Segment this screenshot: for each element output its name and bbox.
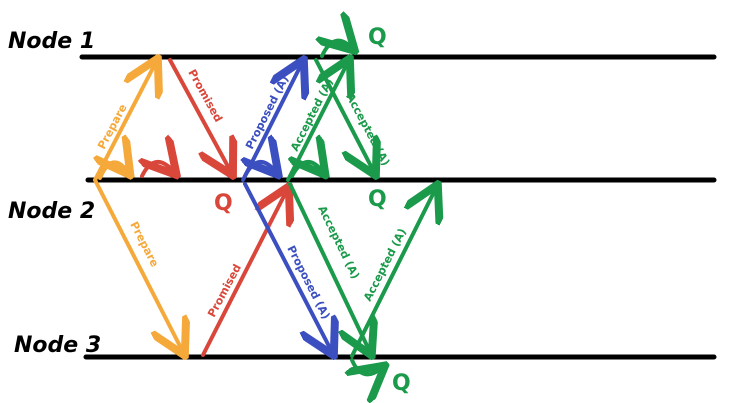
node2-label: Node 2 — [8, 199, 95, 224]
prepare-arrow-to-node1 — [93, 62, 156, 182]
promise-arrow-from-node1 — [168, 58, 231, 172]
quorum-node2-green: Q — [368, 187, 387, 212]
propose-self-loop — [245, 162, 276, 176]
quorum-node3: Q — [392, 371, 411, 396]
prepare-label-bottom: Prepare — [127, 219, 161, 269]
quorum-node1: Q — [368, 25, 387, 50]
accepted-arrow-node2-to-node3 — [288, 182, 370, 352]
accepted-self-loop-node3 — [352, 358, 382, 374]
accepted-arrow-node3-to-node2 — [350, 188, 436, 358]
accepted-label-a: Accepted (A) — [288, 76, 336, 153]
propose-arrow-to-node1 — [241, 63, 302, 182]
promise-self-loop — [142, 162, 174, 176]
accepted-self-loop-node2 — [292, 162, 323, 176]
promise-arrow-from-node3 — [201, 190, 287, 357]
propose-arrow-to-node3 — [243, 182, 332, 352]
node3-label: Node 3 — [14, 333, 101, 358]
prepare-self-loop — [100, 162, 128, 178]
accepted-label-c: Accepted (A) — [315, 204, 362, 282]
propose-label-top: Proposed (A) — [243, 73, 291, 151]
quorum-node2: Q — [214, 191, 233, 216]
accepted-arrow-node1-to-node2 — [314, 58, 374, 172]
accepted-self-loop-node1 — [322, 41, 352, 58]
accepted-arrow-node2-to-node1 — [286, 62, 348, 182]
prepare-arrow-to-node3 — [93, 178, 183, 352]
node1-label: Node 1 — [8, 29, 95, 54]
